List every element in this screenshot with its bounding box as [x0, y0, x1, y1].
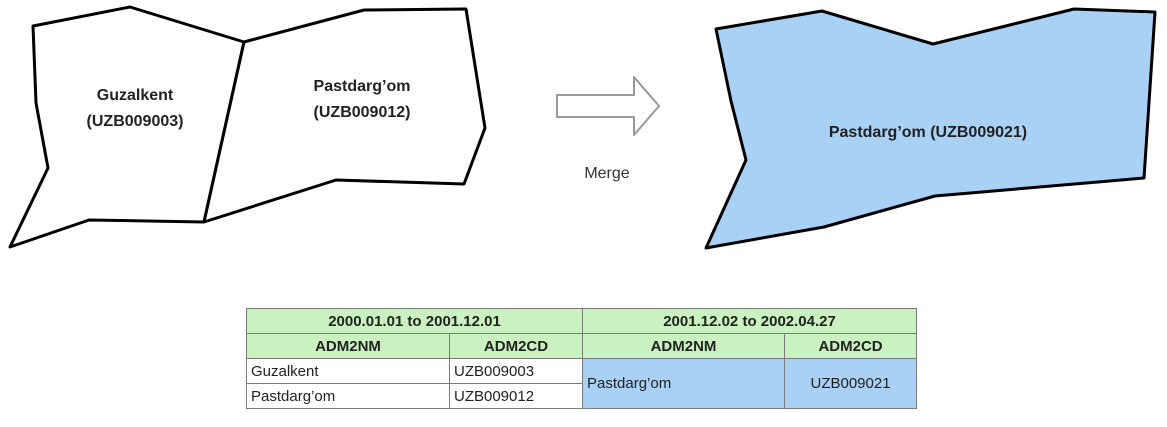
guzalkent-polygon: [8, 5, 246, 249]
col-header-code-2: ADM2CD: [784, 333, 918, 359]
merged-code: UZB009021: [784, 358, 918, 409]
guzalkent-code: (UZB009003): [87, 113, 184, 130]
table-column-row: ADM2NM ADM2CD ADM2NM ADM2CD: [246, 333, 918, 359]
pastdargom-old-name: Pastdarg’om: [314, 78, 411, 95]
pastdargom-old-code: (UZB009012): [314, 104, 411, 121]
row-1-code: UZB009003: [448, 358, 584, 384]
admin-history-table: 2000.01.01 to 2001.12.01 2001.12.02 to 2…: [245, 308, 918, 409]
row-2-code: UZB009012: [448, 383, 584, 409]
pastdargom-merged-polygon: [704, 7, 1157, 250]
period-1-header: 2000.01.01 to 2001.12.01: [245, 308, 584, 334]
row-1-name: Guzalkent: [246, 358, 450, 384]
table-period-row: 2000.01.01 to 2001.12.01 2001.12.02 to 2…: [245, 308, 918, 334]
col-header-code-1: ADM2CD: [448, 333, 584, 359]
merge-label: Merge: [584, 165, 629, 182]
table-row: Pastdarg’om UZB009012: [246, 383, 917, 409]
merge-diagram: Guzalkent (UZB009003) Pastdarg’om (UZB00…: [8, 5, 1157, 250]
pastdargom-merged-label: Pastdarg’om (UZB009021): [829, 124, 1027, 141]
guzalkent-name: Guzalkent: [97, 87, 174, 104]
row-2-name: Pastdarg’om: [246, 383, 450, 409]
col-header-name-1: ADM2NM: [246, 333, 450, 359]
period-2-header: 2001.12.02 to 2002.04.27: [582, 308, 918, 334]
merged-name: Pastdarg’om: [582, 358, 786, 409]
pastdargom-old-polygon: [202, 7, 487, 224]
col-header-name-2: ADM2NM: [582, 333, 786, 359]
merge-arrow-icon: [556, 76, 660, 136]
table-row: Guzalkent UZB009003 Pastdarg’om UZB00902…: [246, 358, 918, 409]
